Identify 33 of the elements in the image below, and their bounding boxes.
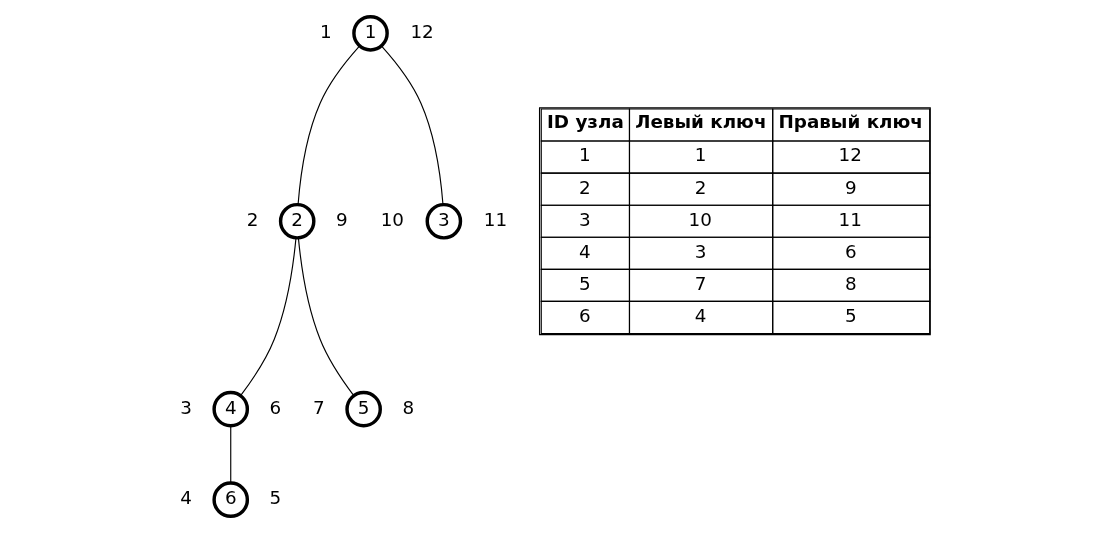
node-label: 7 [313,396,325,418]
node-label: 1 [320,20,332,42]
label: 6 [579,304,591,326]
node-label: 11 [483,208,508,230]
label: 2 [694,176,707,198]
node-label: 2 [246,208,259,230]
label: 4 [579,240,591,262]
label: 3 [694,240,707,262]
label: 1 [579,144,591,166]
label: 3 [579,208,591,230]
label: 5 [844,304,857,326]
label: 6 [844,240,857,262]
label: 4 [694,304,707,326]
label: ID узла [546,111,624,133]
node-label: 8 [402,396,415,418]
label: 7 [694,272,707,294]
node-label: 9 [336,208,348,230]
label: 12 [838,144,862,166]
label: 8 [844,272,857,294]
label: 1 [694,144,707,166]
label: 9 [844,176,857,198]
node-label: 10 [380,208,404,230]
label: 11 [838,208,862,230]
node-label: 3 [180,396,192,418]
label: Правый ключ [778,111,923,133]
node-label: 6 [269,396,282,418]
node-label: 12 [410,20,434,42]
node-label: 4 [180,487,192,509]
label: 2 [579,176,591,198]
label: 5 [579,272,591,294]
label: Левый ключ [635,111,767,133]
node-label: 5 [269,487,282,509]
label: 10 [688,208,712,230]
